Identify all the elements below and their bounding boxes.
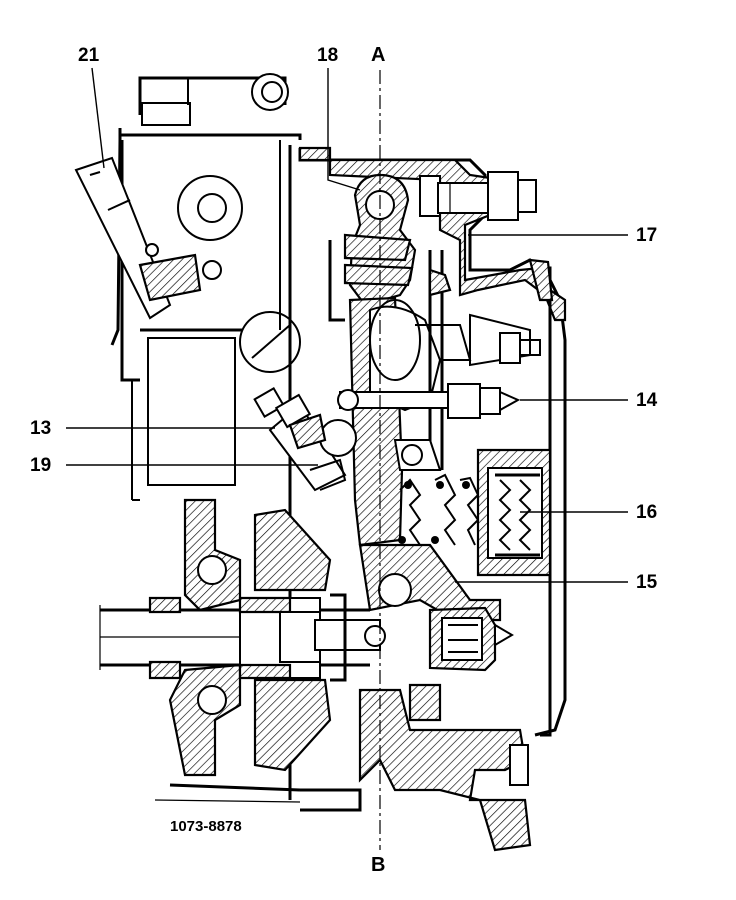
linkage-21 <box>74 156 222 320</box>
leader-lines <box>66 67 628 583</box>
upper-adjusting-screw <box>419 171 537 221</box>
drive-shaft-assembly <box>99 498 386 777</box>
control-rods <box>415 250 541 470</box>
stop-lever-13-19 <box>253 386 357 492</box>
callout-17: 17 <box>636 225 658 246</box>
callout-13: 13 <box>30 418 52 439</box>
callout-19: 19 <box>30 455 52 476</box>
governor-lever <box>328 173 442 547</box>
bumper-spring-unit <box>428 606 514 672</box>
lever-15 <box>358 543 502 622</box>
callout-16: 16 <box>636 502 658 523</box>
governor-springs <box>393 439 480 546</box>
callout-15: 15 <box>636 572 658 593</box>
callout-21: 21 <box>78 45 100 66</box>
lower-housing <box>154 683 532 852</box>
figure-code: 1073-8878 <box>170 818 242 835</box>
adjusting-screw-14 <box>337 383 521 419</box>
callout-18: 18 <box>317 45 339 66</box>
spring-box-16 <box>476 448 552 577</box>
callout-b: B <box>371 854 386 876</box>
callout-a: A <box>371 44 386 66</box>
callout-14: 14 <box>636 390 658 411</box>
